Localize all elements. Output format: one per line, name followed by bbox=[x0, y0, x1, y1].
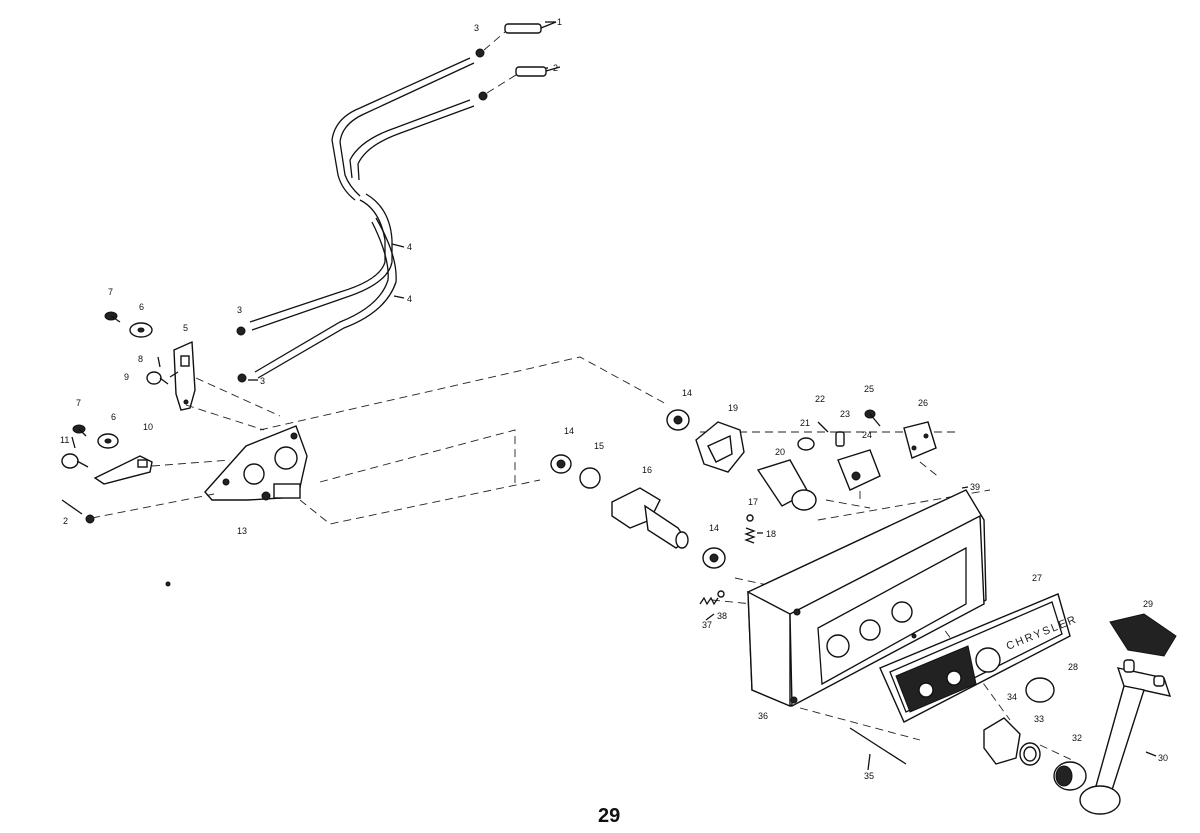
label-24: 24 bbox=[862, 430, 872, 440]
plunger-20 bbox=[756, 459, 817, 511]
label-5: 5 bbox=[183, 323, 188, 333]
nut-3-left-bottom bbox=[237, 373, 247, 383]
label-11: 11 bbox=[60, 435, 69, 445]
label-33: 33 bbox=[1034, 714, 1044, 724]
label-6b: 6 bbox=[111, 412, 116, 422]
screw-25 bbox=[864, 409, 881, 427]
label-14c: 14 bbox=[709, 523, 719, 533]
label-10: 10 bbox=[143, 422, 153, 432]
nut-3-mid bbox=[478, 91, 488, 101]
part-number-labels: 1 2 3 4 4 3 3 7 6 5 8 9 7 6 10 11 2 13 1… bbox=[60, 17, 1168, 781]
label-14a: 14 bbox=[682, 388, 692, 398]
label-13: 13 bbox=[237, 526, 247, 536]
label-2b: 2 bbox=[63, 516, 68, 526]
label-8: 8 bbox=[138, 354, 143, 364]
retainer-14-top bbox=[666, 409, 690, 431]
grip-29 bbox=[1109, 613, 1177, 657]
control-cable-lower bbox=[249, 193, 397, 379]
stray-dot bbox=[165, 581, 171, 587]
label-4: 4 bbox=[407, 242, 412, 252]
label-27: 27 bbox=[1032, 573, 1042, 583]
ring-33 bbox=[1019, 742, 1041, 766]
label-6: 6 bbox=[139, 302, 144, 312]
label-21: 21 bbox=[800, 418, 810, 428]
lever-10 bbox=[93, 455, 153, 485]
spring-37 bbox=[699, 596, 719, 606]
bracket-5 bbox=[173, 340, 196, 411]
retainer-14-low bbox=[702, 547, 726, 569]
label-15: 15 bbox=[594, 441, 604, 451]
spring-23 bbox=[835, 431, 845, 447]
plug-28 bbox=[1025, 677, 1055, 703]
label-34: 34 bbox=[1007, 692, 1017, 702]
label-4b: 4 bbox=[407, 294, 412, 304]
label-28: 28 bbox=[1068, 662, 1078, 672]
label-17: 17 bbox=[748, 497, 758, 507]
label-3: 3 bbox=[474, 23, 479, 33]
label-14b: 14 bbox=[564, 426, 574, 436]
ball-38 bbox=[717, 590, 725, 598]
washer-6-upper bbox=[129, 322, 153, 338]
leader-lines bbox=[169, 21, 1157, 771]
label-18: 18 bbox=[766, 529, 776, 539]
handle-lever-30 bbox=[1079, 659, 1172, 815]
label-35: 35 bbox=[864, 771, 874, 781]
stud-9 bbox=[146, 371, 169, 385]
label-20: 20 bbox=[775, 447, 785, 457]
hub-34 bbox=[983, 717, 1021, 765]
label-7: 7 bbox=[108, 287, 113, 297]
plate-26 bbox=[903, 421, 937, 459]
switch-plate-24 bbox=[837, 449, 881, 491]
screw-22 bbox=[817, 421, 829, 433]
label-37: 37 bbox=[702, 620, 712, 630]
nut-3-top bbox=[475, 48, 485, 58]
label-25: 25 bbox=[864, 384, 874, 394]
page-number: 29 bbox=[598, 805, 620, 827]
control-cable-upper bbox=[331, 57, 475, 201]
shaft-16 bbox=[611, 487, 689, 549]
cam-19 bbox=[695, 421, 745, 473]
label-2: 2 bbox=[553, 63, 558, 73]
washer-6-lower bbox=[97, 433, 119, 449]
clip-21 bbox=[797, 437, 815, 451]
stud-12 bbox=[61, 453, 89, 469]
nut-3-left-top bbox=[236, 326, 246, 336]
label-29: 29 bbox=[1143, 599, 1153, 609]
label-26: 26 bbox=[918, 398, 928, 408]
screw-2-lower bbox=[61, 499, 95, 524]
label-39: 39 bbox=[970, 482, 980, 492]
label-9: 9 bbox=[124, 372, 129, 382]
label-32: 32 bbox=[1072, 733, 1082, 743]
label-30: 30 bbox=[1158, 753, 1168, 763]
screw-7-upper bbox=[104, 311, 121, 323]
bushing-32 bbox=[1053, 761, 1087, 791]
control-box-housing-39 bbox=[747, 489, 987, 708]
label-16: 16 bbox=[642, 465, 652, 475]
cable-end-fitting-2 bbox=[515, 66, 561, 77]
pin-11 bbox=[71, 436, 76, 449]
screw-7-lower bbox=[72, 424, 87, 437]
label-3c: 3 bbox=[260, 376, 265, 386]
label-1: 1 bbox=[557, 17, 562, 27]
label-38: 38 bbox=[717, 611, 727, 621]
retainer-14-left bbox=[550, 454, 572, 474]
bolt-35 bbox=[849, 727, 907, 765]
label-19: 19 bbox=[728, 403, 738, 413]
label-36: 36 bbox=[758, 711, 768, 721]
label-22: 22 bbox=[815, 394, 825, 404]
pin-8 bbox=[157, 356, 161, 368]
label-7b: 7 bbox=[76, 398, 81, 408]
ring-15 bbox=[579, 467, 601, 489]
ball-17 bbox=[746, 514, 754, 522]
spring-18 bbox=[744, 527, 756, 544]
label-23: 23 bbox=[840, 409, 850, 419]
label-3b: 3 bbox=[237, 305, 242, 315]
nameplate-27: CHRYSLER bbox=[879, 593, 1079, 723]
cable-end-fitting-1 bbox=[504, 21, 557, 34]
mounting-plate-13 bbox=[204, 425, 308, 501]
